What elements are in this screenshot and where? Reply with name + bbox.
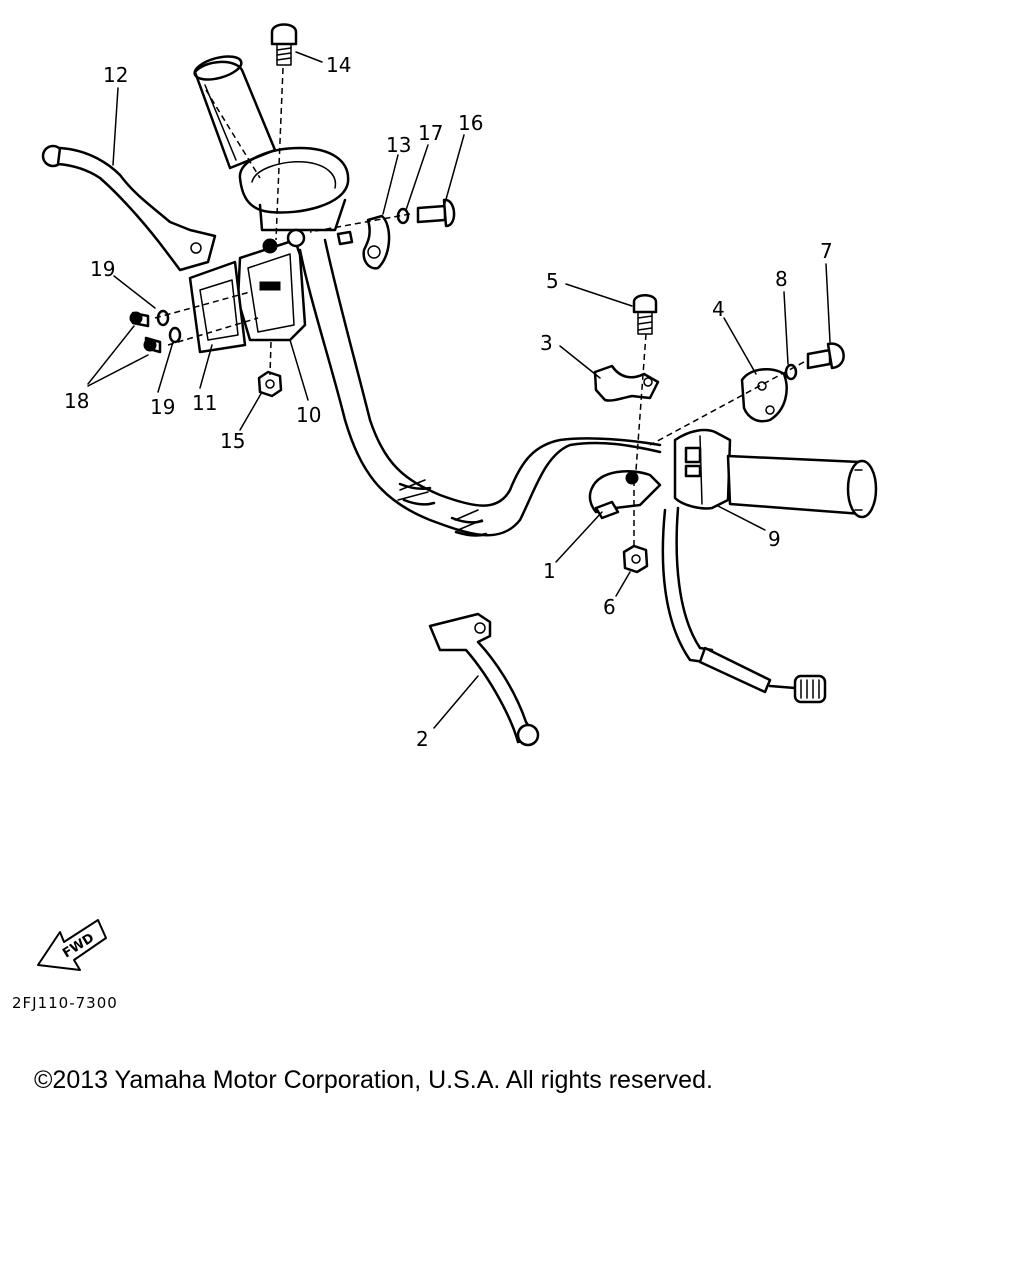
label-part-3: 3 — [540, 331, 553, 355]
label-part-4: 4 — [712, 297, 725, 321]
clamp-13 — [336, 214, 391, 270]
screws-18 — [129, 311, 162, 354]
screw-5 — [632, 294, 658, 335]
nut-6 — [622, 544, 649, 574]
bolt-16 — [416, 198, 456, 228]
label-part-15: 15 — [220, 429, 245, 453]
label-part-11: 11 — [192, 391, 217, 415]
handlebar-tube — [298, 238, 662, 537]
label-part-1: 1 — [543, 559, 556, 583]
right-grip-switch-9 — [673, 428, 878, 519]
leader-lines — [87, 51, 831, 729]
label-part-2: 2 — [416, 727, 429, 751]
copyright-notice: ©2013 Yamaha Motor Corporation, U.S.A. A… — [34, 1066, 713, 1094]
part-labels: 12 14 13 17 16 19 18 19 11 15 10 5 3 4 8… — [64, 53, 833, 751]
label-part-8: 8 — [775, 267, 788, 291]
label-part-14: 14 — [326, 53, 351, 77]
label-part-13: 13 — [386, 133, 411, 157]
lever-2 — [428, 612, 540, 747]
clamp-4 — [740, 367, 788, 423]
label-part-19-bottom: 19 — [150, 395, 175, 419]
left-grip — [193, 55, 350, 232]
lever-12 — [41, 144, 217, 272]
label-part-5: 5 — [546, 269, 559, 293]
label-part-19-top: 19 — [90, 257, 115, 281]
cover-11 — [188, 260, 247, 354]
label-part-6: 6 — [603, 595, 616, 619]
fwd-arrow-icon: FWD — [37, 919, 107, 971]
diagram-reference-code: 2FJ110-7300 — [12, 994, 118, 1012]
clamp-3 — [593, 364, 660, 402]
washers-19 — [156, 309, 182, 344]
label-part-7: 7 — [820, 239, 833, 263]
assembly-lines — [154, 67, 805, 546]
switch-cable — [661, 506, 827, 704]
bolt-14 — [270, 23, 298, 66]
label-part-9: 9 — [768, 527, 781, 551]
label-part-18: 18 — [64, 389, 89, 413]
label-part-10: 10 — [296, 403, 321, 427]
nut-15 — [257, 370, 283, 398]
bolt-7 — [806, 342, 845, 370]
label-part-16: 16 — [458, 111, 483, 135]
holder-1 — [588, 470, 662, 520]
label-part-12: 12 — [103, 63, 128, 87]
label-part-17: 17 — [418, 121, 443, 145]
switch-housing-10 — [236, 228, 307, 342]
